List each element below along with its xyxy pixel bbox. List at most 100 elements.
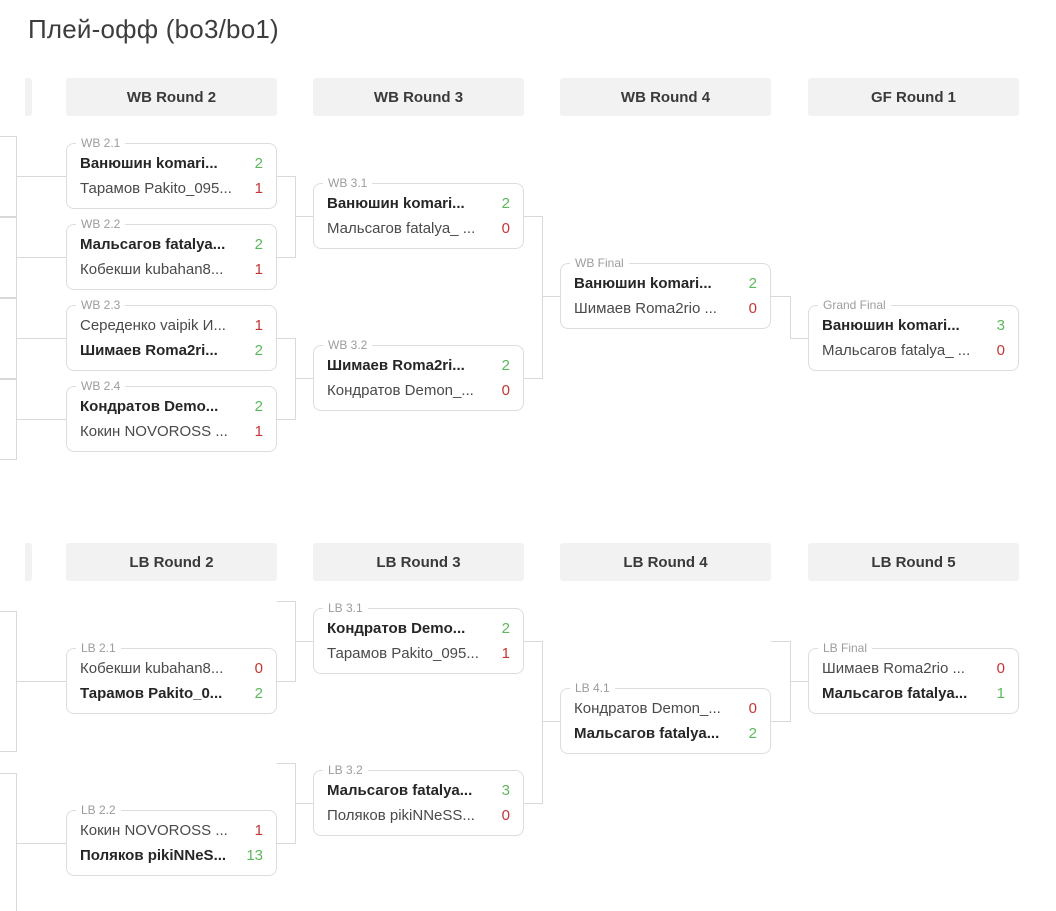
player-row-bottom[interactable]: Тарамов Pakito_095... 1	[314, 641, 523, 666]
player-name: Кокин NOVOROSS ...	[80, 822, 228, 839]
connector-line	[295, 176, 296, 258]
connector-line	[0, 611, 16, 612]
player-row-top[interactable]: Кокин NOVOROSS ... 1	[67, 818, 276, 843]
match-box[interactable]: WB 2.1 Ванюшин komari... 2 Тарамов Pakit…	[66, 136, 277, 209]
match-box[interactable]: WB 3.1 Ванюшин komari... 2 Мальсагов fat…	[313, 176, 524, 249]
connector-line	[277, 338, 296, 339]
match-label: WB 2.4	[76, 379, 126, 393]
player-name: Тарамов Pakito_095...	[327, 645, 479, 662]
player-score: 0	[254, 660, 263, 677]
connector-line	[791, 338, 808, 339]
player-name: Тарамов Pakito_095...	[80, 180, 232, 197]
player-row-top[interactable]: Кондратов Demo... 2	[67, 394, 276, 419]
match-label: WB 2.1	[76, 136, 126, 150]
match-box[interactable]: WB Final Ванюшин komari... 2 Шимаев Roma…	[560, 256, 771, 329]
player-score: 1	[501, 645, 510, 662]
connector-line	[543, 721, 560, 722]
connector-line	[0, 379, 16, 380]
connector-line	[524, 378, 543, 379]
match-box[interactable]: WB 3.2 Шимаев Roma2ri... 2 Кондратов Dem…	[313, 338, 524, 411]
player-score: 3	[501, 782, 510, 799]
connector-line	[277, 257, 296, 258]
match-box[interactable]: Grand Final Ванюшин komari... 3 Мальсаго…	[808, 298, 1019, 371]
player-name: Мальсагов fatalya...	[574, 725, 720, 742]
player-row-top[interactable]: Середенко vaipik И... 1	[67, 313, 276, 338]
connector-line	[0, 297, 16, 298]
match-box[interactable]: LB Final Шимаев Roma2rio ... 0 Мальсагов…	[808, 641, 1019, 714]
connector-line	[296, 378, 313, 379]
player-score: 2	[748, 725, 757, 742]
player-row-bottom[interactable]: Кобекши kubahan8... 1	[67, 257, 276, 282]
connector-line	[0, 773, 16, 774]
round-header: LB Round 2	[66, 543, 277, 581]
player-row-bottom[interactable]: Кокин NOVOROSS ... 1	[67, 419, 276, 444]
connector-line	[16, 257, 66, 258]
player-row-bottom[interactable]: Поляков pikiNNeSS... 0	[314, 803, 523, 828]
player-row-bottom[interactable]: Мальсагов fatalya_ ... 0	[809, 338, 1018, 363]
match-box[interactable]: LB 2.1 Кобекши kubahan8... 0 Тарамов Pak…	[66, 641, 277, 714]
connector-line	[295, 601, 296, 682]
player-row-bottom[interactable]: Тарамов Pakito_095... 1	[67, 176, 276, 201]
player-row-top[interactable]: Ванюшин komari... 2	[67, 151, 276, 176]
player-row-bottom[interactable]: Мальсагов fatalya... 2	[561, 721, 770, 746]
player-row-top[interactable]: Кобекши kubahan8... 0	[67, 656, 276, 681]
player-score: 2	[254, 685, 263, 702]
player-row-bottom[interactable]: Шимаев Roma2rio ... 0	[561, 296, 770, 321]
player-score: 1	[254, 822, 263, 839]
match-box[interactable]: LB 4.1 Кондратов Demon_... 0 Мальсагов f…	[560, 681, 771, 754]
player-name: Ванюшин komari...	[822, 317, 960, 334]
player-row-bottom[interactable]: Шимаев Roma2ri... 2	[67, 338, 276, 363]
player-name: Ванюшин komari...	[327, 195, 465, 212]
connector-line	[0, 378, 16, 379]
player-row-top[interactable]: Ванюшин komari... 2	[314, 191, 523, 216]
clipped-round-header	[25, 78, 32, 116]
round-header: LB Round 5	[808, 543, 1019, 581]
player-row-bottom[interactable]: Тарамов Pakito_0... 2	[67, 681, 276, 706]
match-label: LB 2.1	[76, 641, 121, 655]
player-row-top[interactable]: Ванюшин komari... 3	[809, 313, 1018, 338]
player-row-top[interactable]: Шимаев Roma2ri... 2	[314, 353, 523, 378]
player-score: 2	[501, 195, 510, 212]
player-row-top[interactable]: Кондратов Demon_... 0	[561, 696, 770, 721]
player-name: Шимаев Roma2ri...	[327, 357, 465, 374]
player-score: 13	[246, 847, 263, 864]
connector-line	[542, 216, 543, 379]
round-header: LB Round 3	[313, 543, 524, 581]
page-title: Плей-офф (bo3/bo1)	[28, 14, 279, 44]
player-name: Кондратов Demo...	[327, 620, 466, 637]
player-row-bottom[interactable]: Мальсагов fatalya_ ... 0	[314, 216, 523, 241]
player-score: 0	[501, 807, 510, 824]
player-score: 2	[254, 342, 263, 359]
player-name: Тарамов Pakito_0...	[80, 685, 223, 702]
match-box[interactable]: LB 3.2 Мальсагов fatalya... 3 Поляков pi…	[313, 763, 524, 836]
clipped-round-header	[25, 543, 32, 581]
player-row-top[interactable]: Шимаев Roma2rio ... 0	[809, 656, 1018, 681]
player-name: Ванюшин komari...	[80, 155, 218, 172]
player-score: 1	[254, 261, 263, 278]
match-label: LB 4.1	[570, 681, 615, 695]
player-row-top[interactable]: Мальсагов fatalya... 2	[67, 232, 276, 257]
connector-line	[16, 843, 66, 844]
player-score: 1	[254, 423, 263, 440]
player-row-top[interactable]: Мальсагов fatalya... 3	[314, 778, 523, 803]
connector-line	[524, 641, 543, 642]
match-box[interactable]: LB 3.1 Кондратов Demo... 2 Тарамов Pakit…	[313, 601, 524, 674]
match-label: Grand Final	[818, 298, 891, 312]
player-row-bottom[interactable]: Поляков pikiNNeS... 13	[67, 843, 276, 868]
player-row-bottom[interactable]: Кондратов Demon_... 0	[314, 378, 523, 403]
match-box[interactable]: WB 2.2 Мальсагов fatalya... 2 Кобекши ku…	[66, 217, 277, 290]
match-box[interactable]: WB 2.3 Середенко vaipik И... 1 Шимаев Ro…	[66, 298, 277, 371]
connector-line	[295, 763, 296, 844]
player-score: 2	[501, 357, 510, 374]
connector-line	[790, 296, 791, 339]
match-box[interactable]: WB 2.4 Кондратов Demo... 2 Кокин NOVOROS…	[66, 379, 277, 452]
player-row-top[interactable]: Кондратов Demo... 2	[314, 616, 523, 641]
connector-line	[16, 338, 66, 339]
connector-line	[791, 681, 808, 682]
round-header: WB Round 3	[313, 78, 524, 116]
player-row-bottom[interactable]: Мальсагов fatalya... 1	[809, 681, 1018, 706]
match-label: LB Final	[818, 641, 873, 655]
player-row-top[interactable]: Ванюшин komari... 2	[561, 271, 770, 296]
player-score: 0	[748, 300, 757, 317]
match-box[interactable]: LB 2.2 Кокин NOVOROSS ... 1 Поляков piki…	[66, 803, 277, 876]
